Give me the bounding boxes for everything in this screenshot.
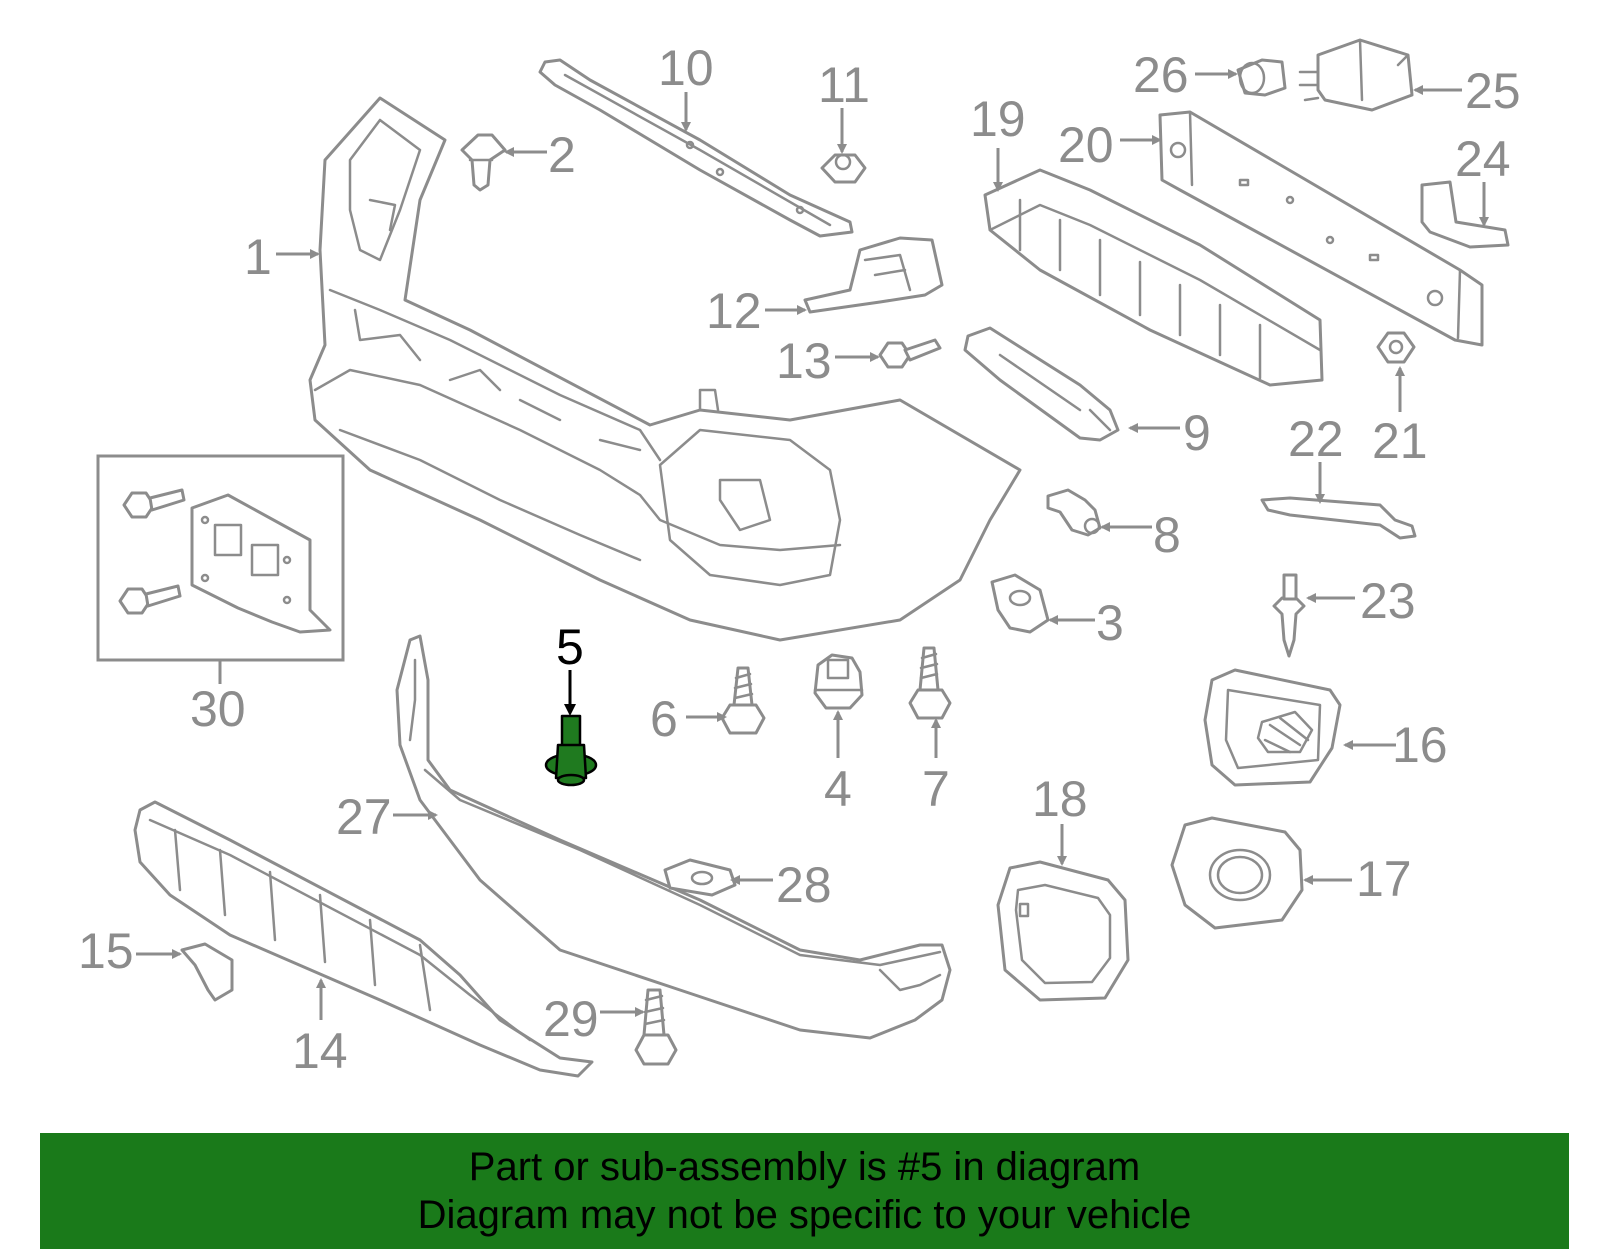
callout-3: 3: [1096, 595, 1124, 651]
callout-9: 9: [1183, 405, 1211, 461]
callout-17: 17: [1356, 851, 1412, 907]
part-6-screw: [720, 666, 766, 735]
callout-29: 29: [543, 991, 599, 1047]
callout-8: 8: [1153, 507, 1181, 563]
callout-21: 21: [1372, 413, 1428, 469]
part-19-absorber: [983, 168, 1324, 387]
callout-11: 11: [818, 57, 870, 113]
part-1-bumper-cover: [308, 96, 1022, 642]
callout-27: 27: [336, 789, 392, 845]
part-25-module: [1298, 38, 1414, 112]
callout-23: 23: [1360, 573, 1416, 629]
callout-4: 4: [824, 761, 852, 817]
part-2-clip: [460, 133, 507, 192]
banner-disclaimer: Diagram may not be specific to your vehi…: [417, 1193, 1192, 1237]
callout-22: 22: [1288, 411, 1344, 467]
callout-30: 30: [190, 681, 246, 737]
callout-5: 5: [556, 619, 584, 675]
part-26-sensor: [1236, 58, 1287, 97]
part-10-retainer-bar: [538, 58, 854, 238]
part-8-clip: [1046, 488, 1102, 537]
callout-2: 2: [548, 127, 576, 183]
part-4-clip: [813, 653, 864, 710]
info-banner: Part or sub-assembly is #5 in diagram Di…: [40, 1133, 1569, 1249]
callout-7: 7: [922, 761, 950, 817]
callout-19: 19: [970, 91, 1026, 147]
part-23-pin: [1272, 573, 1306, 658]
callout-12: 12: [706, 283, 762, 339]
part-22-strip: [1260, 496, 1417, 540]
part-9-bracket: [963, 326, 1120, 442]
part-27-lower-spoiler: [395, 634, 952, 1040]
part-16-fog-cover: [1203, 668, 1342, 787]
part-28-clip-nut: [663, 858, 737, 897]
callout-14: 14: [292, 1023, 348, 1079]
part-13-bolt: [878, 338, 942, 369]
callout-13: 13: [776, 333, 832, 389]
part-29-screw: [634, 988, 678, 1066]
callout-1: 1: [244, 229, 272, 285]
leader-arrows: [136, 69, 1489, 1020]
part-3-retainer: [990, 573, 1050, 634]
callout-24: 24: [1455, 131, 1511, 187]
callout-10: 10: [658, 40, 714, 96]
part-21-nut: [1376, 331, 1416, 364]
callout-25: 25: [1465, 63, 1521, 119]
part-5-stud-highlighted: [544, 714, 598, 787]
part-12-bracket: [803, 236, 944, 314]
callout-20: 20: [1058, 117, 1114, 173]
part-14-lower-guard: [133, 800, 594, 1078]
callout-18: 18: [1032, 771, 1088, 827]
callout-6: 6: [650, 691, 678, 747]
part-11-nut: [820, 153, 867, 184]
part-7-screw: [908, 646, 952, 720]
part-24-bracket: [1420, 180, 1510, 249]
part-15-clip: [180, 942, 234, 1002]
callout-16: 16: [1392, 717, 1448, 773]
part-20-reinforcement: [1158, 110, 1484, 347]
part-18-bezel-frame: [996, 860, 1130, 1002]
callout-26: 26: [1133, 47, 1189, 103]
part-30-license-bracket: [96, 454, 345, 662]
callout-15: 15: [78, 923, 134, 979]
banner-part-note: Part or sub-assembly is #5 in diagram: [468, 1145, 1141, 1189]
callout-28: 28: [776, 857, 832, 913]
callout-labels: 1 2 3 4 5 6 7 8 9 10 11 12 13 14 15 16 1…: [78, 40, 1521, 1079]
part-17-fog-bezel: [1170, 816, 1304, 930]
